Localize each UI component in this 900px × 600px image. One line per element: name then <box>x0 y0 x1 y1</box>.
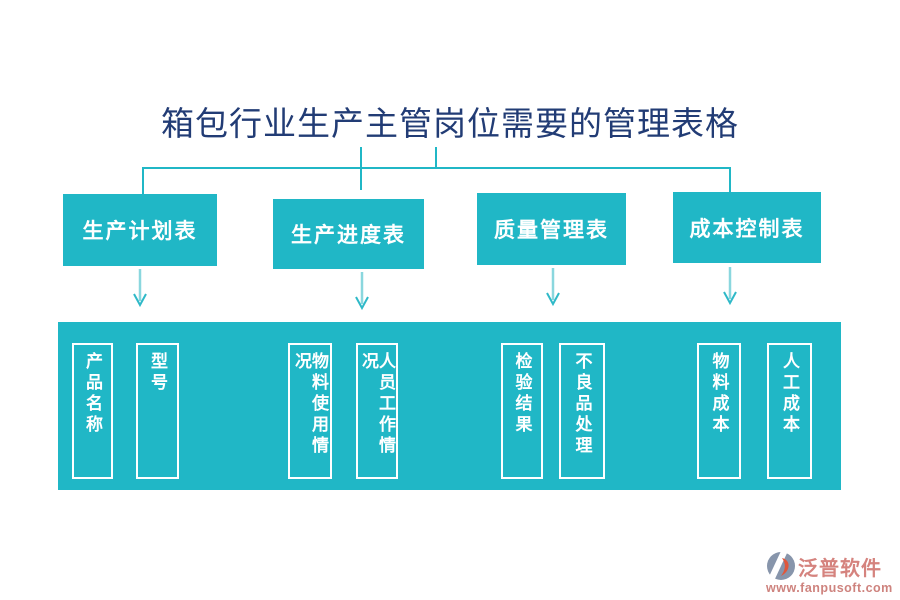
header-box-label: 质量管理表 <box>494 218 609 242</box>
detail-box-personnel-work: 人员工作情况 <box>356 343 398 479</box>
detail-band: 产品名称 型号 物料使用情况 人员工作情况 检验结果 不良品处理 物料成本 人工… <box>58 322 841 490</box>
detail-box-inspection-result: 检验结果 <box>501 343 543 479</box>
connector-drop-right <box>729 167 731 193</box>
connector-drop-left <box>142 167 144 195</box>
header-box-label: 生产进度表 <box>291 223 406 247</box>
header-box-production-progress: 生产进度表 <box>273 199 424 269</box>
header-box-production-plan: 生产计划表 <box>63 194 217 266</box>
down-arrow-icon <box>133 269 147 308</box>
watermark: 泛普软件 www.fanpusoft.com <box>766 551 898 595</box>
down-arrow-icon <box>546 268 560 307</box>
watermark-url: www.fanpusoft.com <box>766 581 893 595</box>
detail-box-material-usage: 物料使用情况 <box>288 343 332 479</box>
connector-trunk <box>142 167 731 169</box>
down-arrow-icon <box>355 272 369 311</box>
header-box-cost-control: 成本控制表 <box>673 192 821 263</box>
header-box-label: 成本控制表 <box>689 216 805 241</box>
connector-stub-right <box>435 147 437 168</box>
detail-box-defective-handling: 不良品处理 <box>559 343 605 479</box>
detail-box-material-cost: 物料成本 <box>697 343 741 479</box>
detail-box-labor-cost: 人工成本 <box>767 343 812 479</box>
detail-box-product-name: 产品名称 <box>72 343 113 479</box>
watermark-brand: 泛普软件 <box>798 557 882 580</box>
header-box-label: 生产计划表 <box>82 219 198 243</box>
page-title: 箱包行业生产主管岗位需要的管理表格 <box>161 107 739 143</box>
header-box-quality-management: 质量管理表 <box>477 193 626 265</box>
detail-box-model: 型号 <box>136 343 179 479</box>
down-arrow-icon <box>723 267 737 306</box>
fanpu-logo-icon <box>767 551 795 581</box>
